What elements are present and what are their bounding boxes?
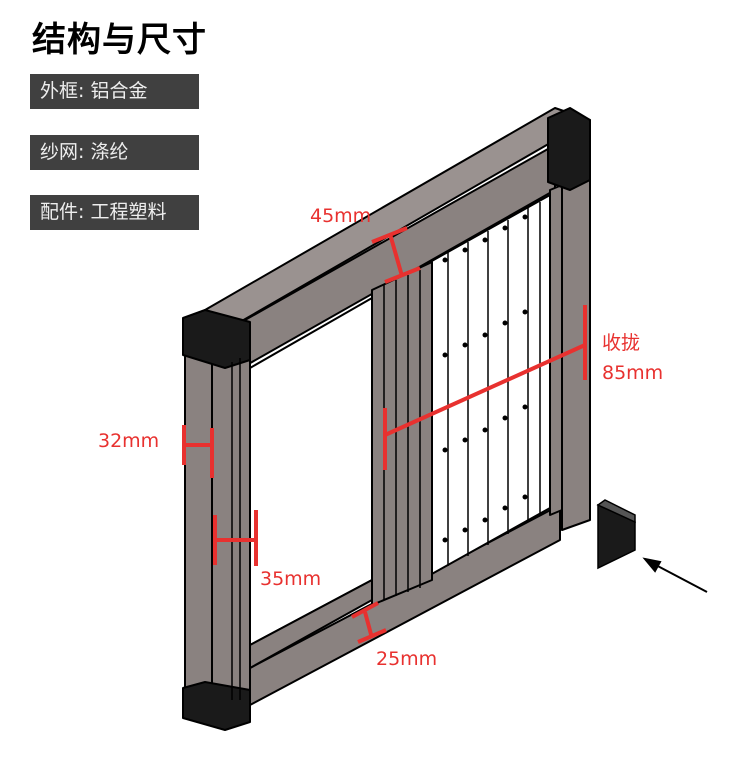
right-post-side <box>549 184 563 516</box>
dim-top-bar: 45mm <box>310 205 372 227</box>
spec-mesh: 纱网: 涤纶 <box>30 135 199 170</box>
left-post-front <box>184 339 213 706</box>
dim-post-front: 32mm <box>98 430 160 452</box>
dim-post-side: 35mm <box>260 568 322 590</box>
arrow-icon <box>642 557 708 593</box>
dim-fold: 85mm <box>602 362 664 384</box>
spec-parts: 配件: 工程塑料 <box>30 195 199 230</box>
cap-top-right <box>547 107 591 191</box>
spec-frame: 外框: 铝合金 <box>30 74 199 109</box>
left-post-side <box>211 349 251 701</box>
corner-bracket <box>596 499 636 570</box>
dim-fold-label: 收拢 <box>602 332 641 354</box>
mesh-cords <box>442 214 528 543</box>
dimension-lines <box>182 226 587 644</box>
dim-bottom-bar: 25mm <box>376 648 438 670</box>
page-title: 结构与尺寸 <box>32 20 207 60</box>
cap-top-left <box>182 309 251 369</box>
sliding-bar <box>371 261 433 606</box>
cap-bottom-left <box>182 681 251 731</box>
